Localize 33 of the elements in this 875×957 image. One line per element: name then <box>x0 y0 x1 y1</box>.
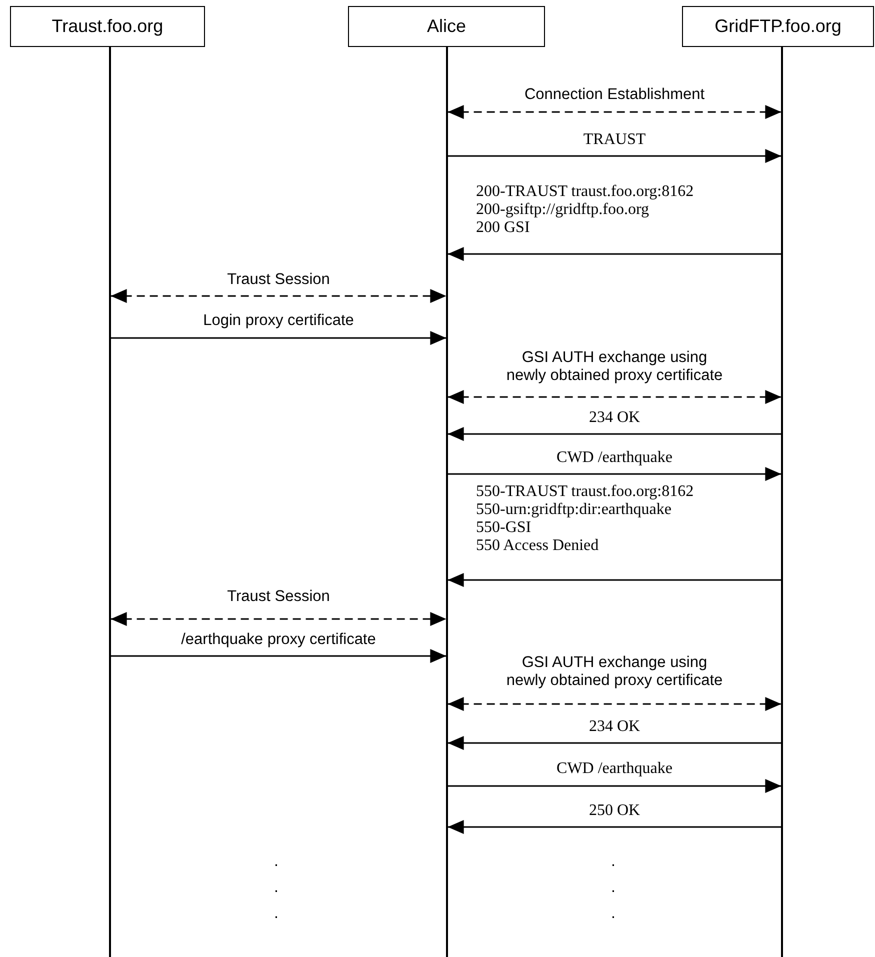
message-arrow <box>448 820 782 834</box>
message-arrow <box>448 736 782 750</box>
message-arrow <box>448 105 782 119</box>
continuation-dot: . <box>274 906 278 922</box>
message-label: CWD /earthquake <box>554 449 674 467</box>
continuation-dot: . <box>274 880 278 896</box>
lifeline <box>781 47 783 957</box>
message-arrow <box>448 149 782 163</box>
continuation-dot: . <box>611 880 616 896</box>
lifeline <box>109 47 111 957</box>
message-arrow <box>448 697 782 711</box>
message-arrow <box>448 779 782 793</box>
message-label: CWD /earthquake <box>554 760 674 778</box>
message-arrow <box>110 612 446 626</box>
participant-box: Traust.foo.org <box>10 6 205 47</box>
message-label: /earthquake proxy certificate <box>179 631 378 649</box>
lifeline <box>446 47 448 957</box>
message-arrow <box>448 467 782 481</box>
message-arrow <box>110 331 446 345</box>
participant-box: Alice <box>348 6 545 47</box>
message-label: GSI AUTH exchange using newly obtained proxy certificate <box>504 349 725 385</box>
participant-box: GridFTP.foo.org <box>682 6 874 47</box>
continuation-dot: . <box>274 854 278 870</box>
message-arrow <box>110 649 446 663</box>
message-arrow <box>448 427 782 441</box>
continuation-dot: . <box>611 854 616 870</box>
message-arrow <box>448 247 782 261</box>
message-arrow <box>448 390 782 404</box>
message-label: Login proxy certificate <box>201 312 356 330</box>
continuation-dot: . <box>611 906 616 922</box>
message-arrow <box>110 289 446 303</box>
message-label: GSI AUTH exchange using newly obtained proxy certificate <box>504 654 725 690</box>
message-arrow <box>448 573 782 587</box>
